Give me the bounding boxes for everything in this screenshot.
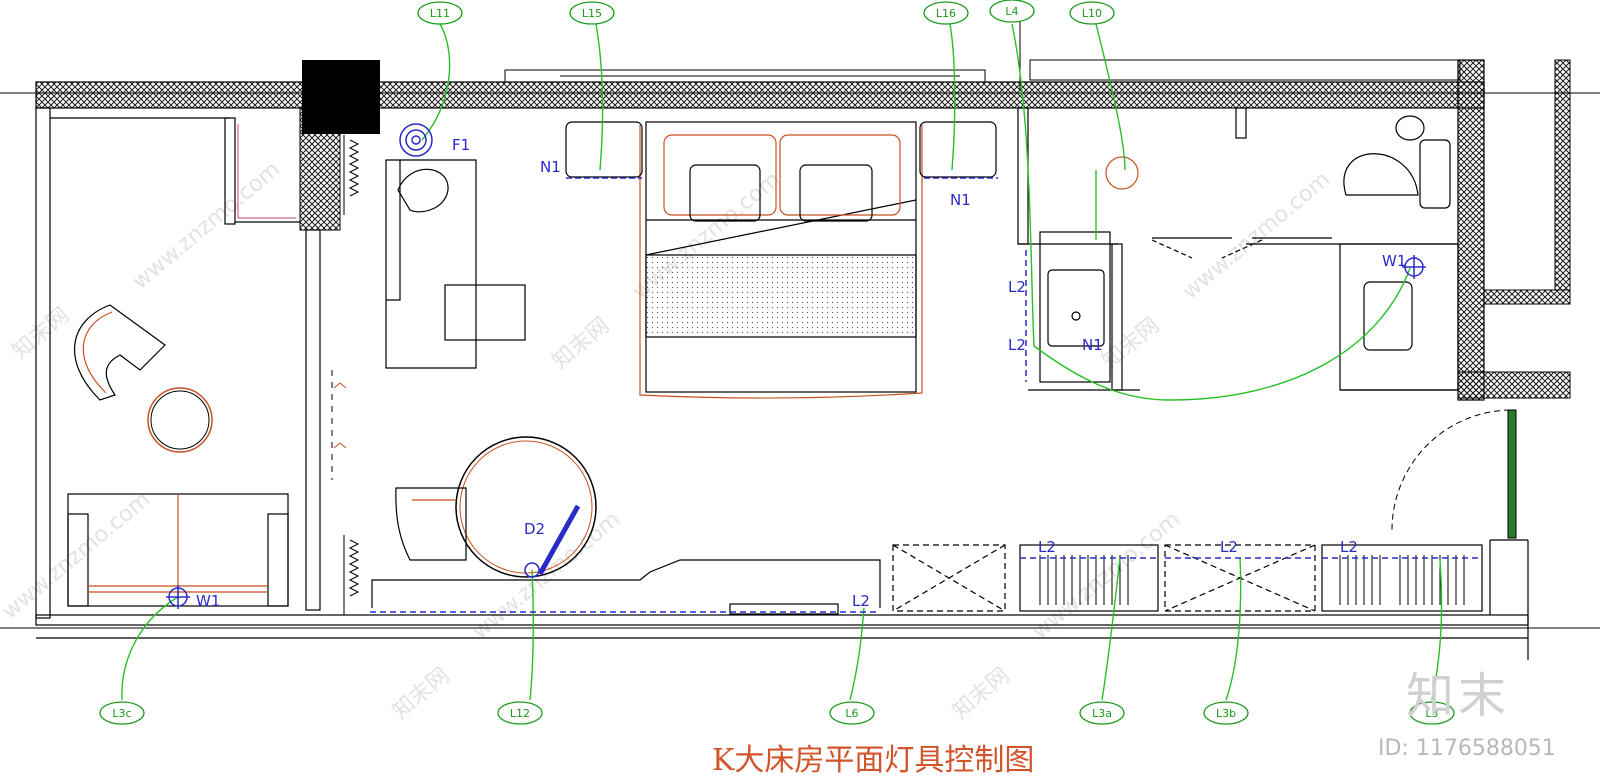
label-l2-ward3: L2 bbox=[1340, 538, 1358, 556]
watermark-site: www.znzmo.com bbox=[128, 157, 285, 295]
circuit-tag-label: L3c bbox=[112, 707, 131, 720]
circuit-tag-l3: L3 bbox=[1409, 701, 1455, 725]
circuit-tag-label: L10 bbox=[1082, 7, 1102, 20]
watermark-site-cn-2: 知末网 bbox=[548, 313, 615, 375]
label-l2-bath-bottom: L2 bbox=[1008, 336, 1026, 354]
desk-console bbox=[371, 559, 881, 615]
circuit-tag-l16: L16 bbox=[923, 1, 969, 25]
circuit-tag-outline bbox=[1079, 701, 1125, 725]
interior-walls bbox=[35, 107, 1529, 660]
label-w1-right: W1 bbox=[1382, 252, 1406, 270]
pendant-light-f1-icon bbox=[399, 123, 433, 157]
circuit-tag-outline bbox=[989, 0, 1035, 23]
label-l2-ward1: L2 bbox=[1038, 538, 1056, 556]
fixture-labels: F1 N1 N1 D2 W1 W1 L2 L2 N1 L2 L2 L2 L2 bbox=[196, 136, 1406, 610]
side-table bbox=[147, 387, 213, 453]
circuit-tag-label: L3b bbox=[1216, 707, 1236, 720]
curtain-tracks bbox=[331, 135, 360, 615]
floor-lamp-d2-icon bbox=[524, 562, 540, 578]
circuit-tag-l11: L11 bbox=[417, 1, 463, 25]
lounge-chair bbox=[73, 304, 166, 401]
label-n1-bath: N1 bbox=[1082, 336, 1103, 354]
balcony-window bbox=[237, 124, 296, 219]
circuit-tag-label: L11 bbox=[430, 7, 450, 20]
entry-door bbox=[1391, 409, 1517, 539]
circuit-tag-label: L4 bbox=[1005, 5, 1018, 18]
circuit-tag-l3c: L3c bbox=[99, 701, 145, 725]
bathroom-fixtures bbox=[1039, 115, 1451, 383]
label-n1-right: N1 bbox=[950, 191, 971, 209]
label-l2-desk: L2 bbox=[852, 592, 870, 610]
circuit-tag-label: L3 bbox=[1425, 707, 1438, 720]
watermark-site-4: www.znzmo.com bbox=[468, 507, 625, 645]
drawing-title: K大床房平面灯具控制图 bbox=[712, 743, 1034, 778]
sofa-chaise bbox=[385, 159, 526, 369]
label-l2-ward2: L2 bbox=[1220, 538, 1238, 556]
circuit-tag-l6: L6 bbox=[829, 701, 875, 725]
circuit-tag-outline bbox=[1203, 701, 1249, 725]
circuit-tag-l10: L10 bbox=[1069, 1, 1115, 25]
watermark-site-5: www.znzmo.com bbox=[1028, 507, 1185, 645]
facade-details bbox=[504, 59, 1461, 83]
watermark-site-cn-4: 知末网 bbox=[388, 663, 455, 725]
drawing-id: ID: 1176588051 bbox=[1378, 736, 1556, 761]
circuit-tag-l12: L12 bbox=[497, 701, 543, 725]
nightstands bbox=[565, 121, 997, 178]
watermark-site-cn: 知末网 bbox=[8, 303, 75, 365]
watermark-site-cn-3: 知末网 bbox=[1098, 313, 1165, 375]
label-f1: F1 bbox=[452, 136, 470, 154]
circuit-tag-outline bbox=[417, 1, 463, 25]
hangers bbox=[1039, 555, 1465, 605]
circuit-tag-l4: L4 bbox=[989, 0, 1035, 23]
circuit-tag-outline bbox=[99, 701, 145, 725]
round-table bbox=[455, 436, 597, 578]
circuit-tag-l15: L15 bbox=[569, 1, 615, 25]
watermark-site-6: www.znzmo.com bbox=[0, 487, 155, 625]
circuit-tag-l3b: L3b bbox=[1203, 701, 1249, 725]
label-l2-bath-top: L2 bbox=[1008, 278, 1026, 296]
armchair bbox=[395, 487, 467, 561]
structural-walls bbox=[35, 59, 1571, 401]
circuit-tag-label: L3a bbox=[1092, 707, 1112, 720]
watermark-site-cn-5: 知末网 bbox=[948, 663, 1015, 725]
circuit-tag-label: L16 bbox=[936, 7, 956, 20]
label-w1-left: W1 bbox=[196, 592, 220, 610]
circuit-tag-l3a: L3a bbox=[1079, 701, 1125, 725]
circuit-tag-outline bbox=[829, 701, 875, 725]
circuit-tag-outline bbox=[923, 1, 969, 25]
watermark-site-3: www.znzmo.com bbox=[1178, 167, 1335, 305]
circuit-tag-label: L6 bbox=[845, 707, 858, 720]
circuit-tag-outline bbox=[569, 1, 615, 25]
circuit-tag-label: L12 bbox=[510, 707, 530, 720]
circuit-tag-outline bbox=[1409, 701, 1455, 725]
circuit-tag-outline bbox=[497, 701, 543, 725]
label-n1-left: N1 bbox=[540, 158, 561, 176]
wardrobes bbox=[892, 544, 1483, 612]
circuit-tag-label: L15 bbox=[582, 7, 602, 20]
king-bed bbox=[639, 121, 923, 399]
label-d2: D2 bbox=[524, 520, 545, 538]
control-wires bbox=[121, 23, 1443, 701]
brand-watermark: 知末 bbox=[1406, 668, 1510, 724]
circuit-tag-outline bbox=[1069, 1, 1115, 25]
light-fixtures bbox=[166, 123, 1482, 613]
